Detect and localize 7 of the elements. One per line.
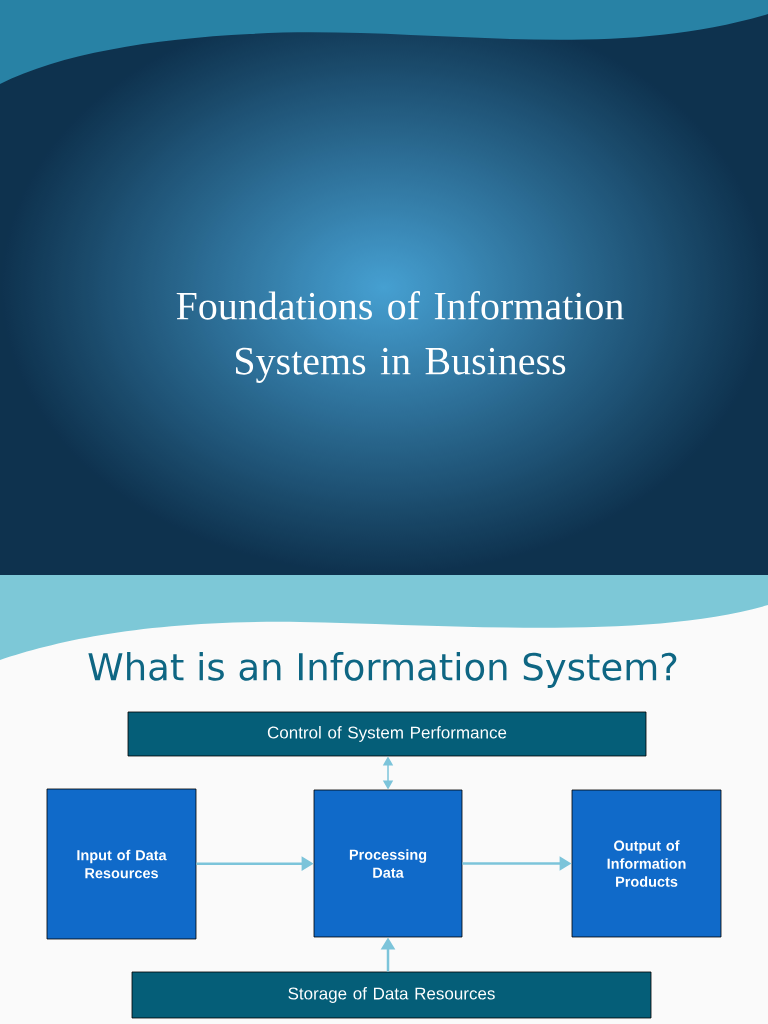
process-box: Processing Data <box>313 789 463 938</box>
slide-title: Foundations of Information Systems in Business <box>176 291 624 383</box>
process-box: Output of Information Products <box>571 789 722 938</box>
system-band: Storage of Data Resources <box>131 971 652 1019</box>
system-band: Control of System Performance <box>127 711 647 757</box>
process-box: Input of Data Resources <box>46 788 197 940</box>
slide-heading: What is an Information System? <box>88 652 677 688</box>
